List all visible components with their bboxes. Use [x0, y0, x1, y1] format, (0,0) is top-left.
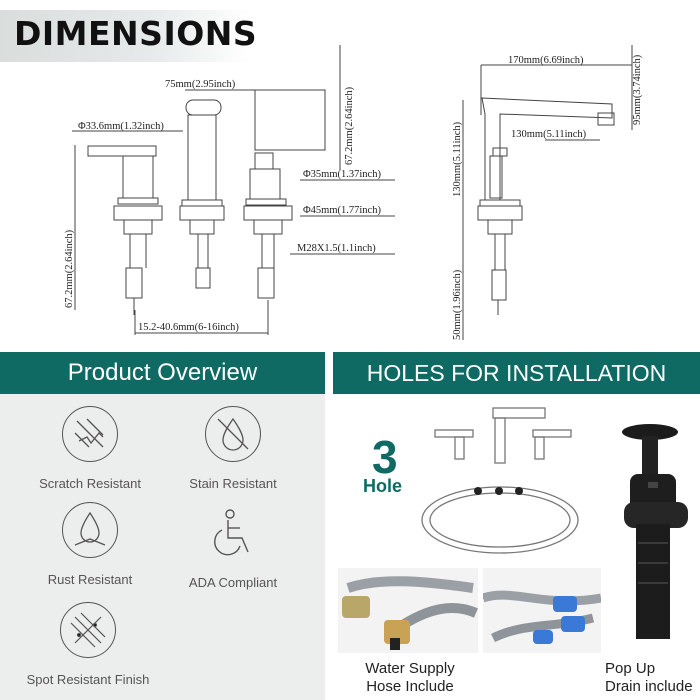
feature-label-stain: Stain Resistant — [189, 476, 277, 491]
label-spout-height: 95mm(3.74inch) — [632, 54, 643, 125]
label-handle-dia: Φ33.6mm(1.32inch) — [78, 121, 164, 132]
label-height-left: 67.2mm(2.64inch) — [64, 229, 75, 308]
feature-label-scratch: Scratch Resistant — [39, 476, 141, 491]
label-spout-width: 75mm(2.95inch) — [165, 79, 236, 90]
feature-label-rust: Rust Resistant — [47, 572, 133, 587]
pop-up-line-1: Pop Up — [605, 660, 656, 677]
stain-drop-icon — [205, 406, 261, 462]
product-overview-heading: Product Overview — [67, 359, 258, 386]
rust-drop-icon — [62, 502, 118, 558]
spot-icon — [60, 602, 116, 658]
left-handle-lever — [87, 145, 157, 157]
label-height-right: 67.2mm(2.64inch) — [344, 86, 355, 165]
label-reach: 170mm(6.69inch) — [508, 55, 584, 66]
feature-stain: Stain Resistant — [163, 406, 303, 491]
water-supply-line-2: Hose Include — [366, 678, 454, 695]
installation-banner: HOLES FOR INSTALLATION — [333, 352, 700, 394]
water-supply-line-1: Water Supply — [365, 660, 455, 677]
label-shank-length: 50mm(1.96inch) — [452, 269, 463, 340]
dimension-drawing: 75mm(2.95inch) Φ33.6mm(1.32inch) Φ35mm(1… — [64, 45, 643, 340]
feature-rust: Rust Resistant — [20, 502, 160, 587]
label-spread: 15.2-40.6mm(6-16inch) — [138, 322, 239, 333]
left-handle-body — [122, 155, 154, 199]
pop-up-caption: Pop Up Drain include — [605, 660, 700, 696]
water-supply-caption: Water Supply Hose Include — [350, 660, 470, 696]
label-flange-dia: Φ45mm(1.77inch) — [303, 205, 381, 216]
label-base-dia: Φ35mm(1.37inch) — [303, 169, 381, 180]
product-overview-panel: Scratch Resistant Stain Resistant Rust R… — [0, 394, 325, 700]
product-overview-banner: Product Overview — [0, 352, 325, 394]
pop-up-drain-image — [622, 424, 688, 639]
feature-spot: Spot Resistant Finish — [18, 602, 158, 687]
label-thread: M28X1.5(1.1inch) — [297, 243, 376, 254]
feature-label-ada: ADA Compliant — [188, 575, 278, 590]
installation-heading: HOLES FOR INSTALLATION — [366, 360, 667, 386]
label-body-height: 130mm(5.11inch) — [452, 121, 463, 197]
hose-connectors-image — [481, 568, 602, 653]
feature-scratch: Scratch Resistant — [20, 406, 160, 491]
hole-count: 3 — [372, 431, 398, 483]
feature-label-spot: Spot Resistant Finish — [26, 672, 150, 687]
sink-diagram — [421, 407, 579, 554]
wheelchair-icon — [214, 509, 249, 556]
feature-ada: ADA Compliant — [163, 506, 303, 590]
label-inner-reach: 130mm(5.11inch) — [511, 129, 587, 140]
scratch-icon — [62, 406, 118, 462]
water-supply-hose-image — [338, 568, 478, 653]
hole-word: Hole — [363, 476, 403, 496]
page-title: DIMENSIONS — [14, 14, 258, 53]
pop-up-line-2: Drain include — [605, 678, 693, 695]
title-band — [0, 10, 250, 62]
